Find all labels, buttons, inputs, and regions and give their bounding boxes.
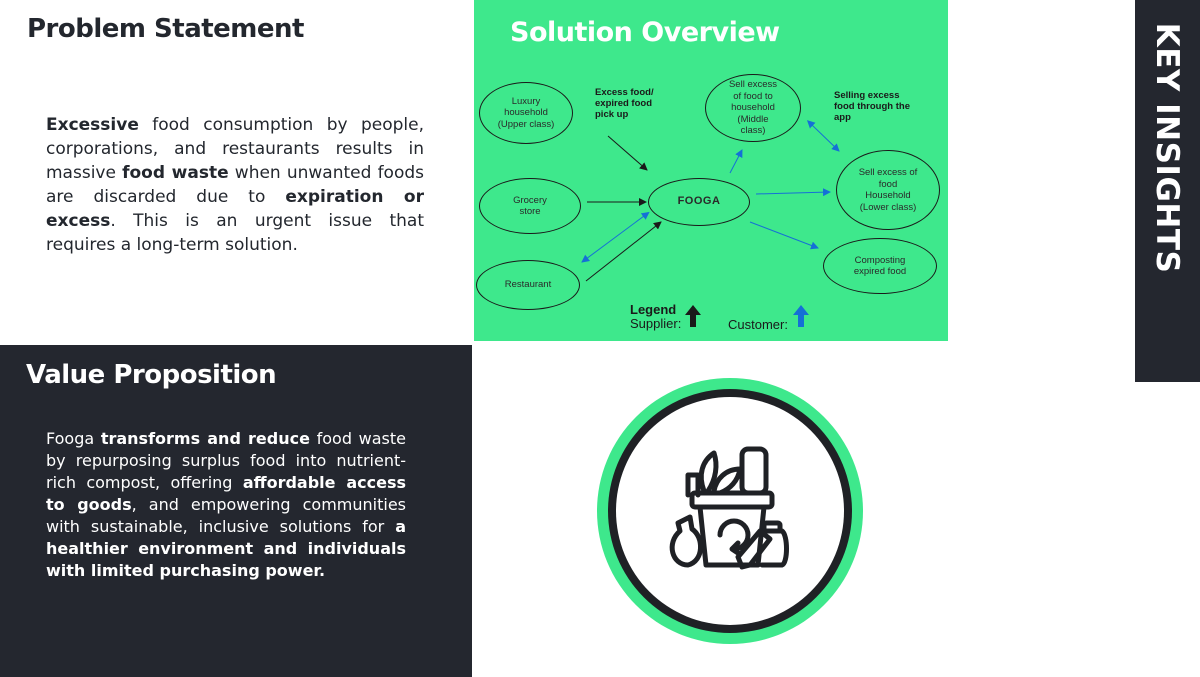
- problem-statement-body: Excessive food consumption by people, co…: [46, 113, 424, 257]
- node-composting: Composting expired food: [823, 238, 937, 294]
- body-text: food waste by repurposing surplus food i…: [46, 429, 406, 492]
- node-sell-middle-class: Sell excess of food to household (Middle…: [705, 74, 801, 142]
- node-grocery-store: Grocery store: [479, 178, 581, 234]
- node-grocery-store-label: Grocery store: [513, 194, 547, 218]
- logo-ring: [608, 389, 852, 633]
- node-sell-lower-class: Sell excess of food Household (Lower cla…: [836, 150, 940, 230]
- emphasis-text: affordable access to goods: [46, 473, 406, 514]
- arrow-fooga-to-lower: [755, 188, 831, 197]
- arrow-luxury-to-fooga: [607, 135, 648, 171]
- arrow-app-to-lower: [806, 120, 840, 152]
- flow-arrows: [581, 120, 840, 282]
- node-restaurant-label: Restaurant: [504, 279, 552, 291]
- emphasis-text: Excessive: [46, 115, 139, 135]
- body-text: , and empowering communities with sustai…: [46, 495, 407, 536]
- problem-statement-title: Problem Statement: [27, 14, 304, 44]
- node-composting-label: Composting expired food: [853, 254, 907, 278]
- arrow-fooga-to-middle: [729, 149, 743, 174]
- legend-supplier-label: Supplier:: [630, 316, 682, 331]
- legend-customer-label: Customer:: [728, 317, 788, 332]
- node-restaurant: Restaurant: [476, 260, 580, 310]
- node-sell-lower-class-label: Sell excess of food Household (Lower cla…: [858, 167, 918, 213]
- supplier-arrow-icon: [685, 305, 701, 327]
- node-luxury-household-label: Luxury household (Upper class): [497, 95, 555, 130]
- node-sell-middle-class-label: Sell excess of food to household (Middle…: [728, 79, 778, 137]
- node-fooga: FOOGA: [648, 178, 750, 226]
- compost-bin-icon: [669, 446, 789, 570]
- emphasis-text: transforms and reduce: [100, 429, 310, 448]
- fooga-logo: [597, 378, 863, 644]
- solution-overview-title: Solution Overview: [510, 17, 780, 48]
- body-text: Fooga: [46, 429, 101, 448]
- value-proposition-title: Value Proposition: [26, 360, 277, 390]
- body-text: when unwanted foods are discarded due to: [46, 163, 424, 207]
- node-luxury-household: Luxury household (Upper class): [479, 82, 573, 144]
- emphasis-text: expiration or excess: [46, 187, 424, 231]
- logo-inner: [616, 397, 844, 625]
- arrow-fooga-grocery-restaurant: [581, 211, 650, 263]
- node-fooga-label: FOOGA: [677, 195, 721, 208]
- customer-arrow-icon: [793, 305, 809, 327]
- body-text: . This is an urgent issue that requires …: [46, 211, 424, 255]
- legend-title: Legend: [630, 302, 677, 317]
- arrow-fooga-to-compost: [749, 221, 819, 250]
- key-insights-tab: KEY INSIGHTS: [1135, 0, 1200, 382]
- value-proposition-panel: Value Proposition Fooga transforms and r…: [0, 345, 472, 677]
- label-excess-pickup: Excess food/ expired food pick up: [595, 87, 654, 120]
- emphasis-text: food waste: [122, 163, 229, 183]
- value-proposition-body: Fooga transforms and reduce food waste b…: [46, 428, 406, 582]
- solution-overview-panel: Solution Overview: [474, 0, 948, 341]
- label-selling-app: Selling excess food through the app: [834, 90, 910, 123]
- body-text: food consumption by people, corporations…: [46, 115, 424, 183]
- emphasis-text: a healthier environment and individuals …: [46, 517, 406, 580]
- key-insights-label: KEY INSIGHTS: [1149, 22, 1185, 274]
